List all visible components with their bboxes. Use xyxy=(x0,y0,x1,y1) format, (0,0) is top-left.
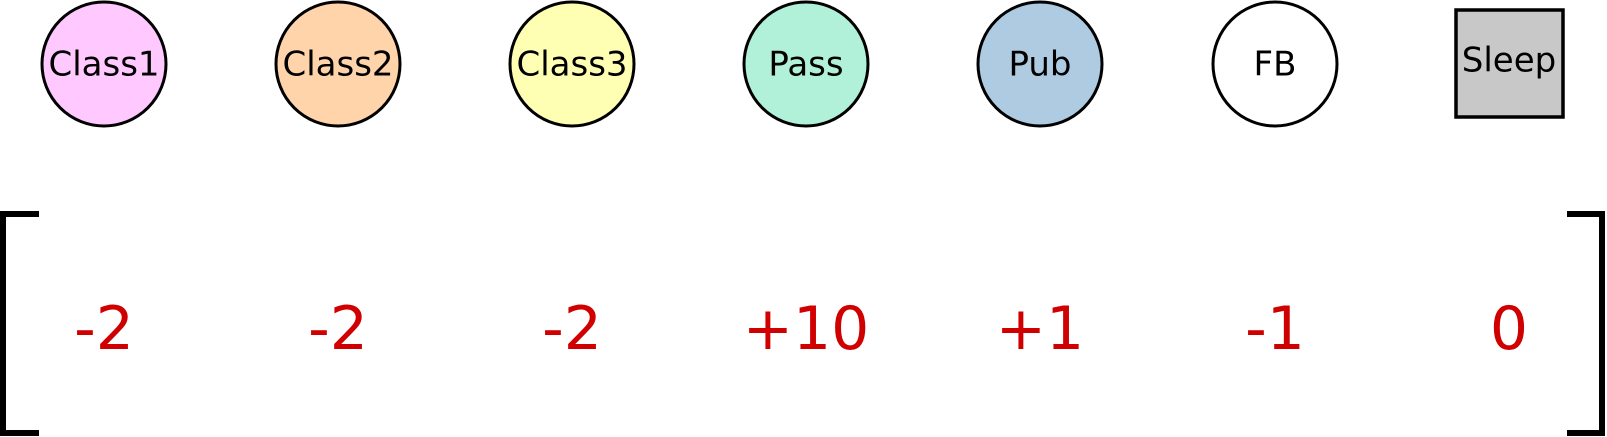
state-label-sleep: Sleep xyxy=(1462,41,1556,81)
right-bracket xyxy=(1567,211,1605,436)
state-shape-sleep xyxy=(1454,8,1565,119)
state-shape-class1 xyxy=(40,0,168,128)
reward-value-class2: -2 xyxy=(308,294,368,364)
state-label-fb: FB xyxy=(1254,45,1297,85)
reward-value-pass: +10 xyxy=(743,294,870,364)
state-node-pub: Pub xyxy=(976,0,1104,128)
reward-value-class1: -2 xyxy=(74,294,134,364)
state-shape-fb xyxy=(1211,0,1339,128)
reward-value-sleep: 0 xyxy=(1490,294,1528,364)
state-label-pass: Pass xyxy=(768,45,843,85)
state-node-sleep: Sleep xyxy=(1454,8,1565,119)
reward-value-fb: -1 xyxy=(1245,294,1305,364)
state-label-class1: Class1 xyxy=(48,45,159,85)
state-shape-pub xyxy=(976,0,1104,128)
state-label-pub: Pub xyxy=(1008,45,1071,85)
state-label-class2: Class2 xyxy=(282,45,393,85)
state-node-fb: FB xyxy=(1211,0,1339,128)
state-node-class1: Class1 xyxy=(40,0,168,128)
state-label-class3: Class3 xyxy=(516,45,627,85)
reward-value-pub: +1 xyxy=(996,294,1084,364)
reward-value-class3: -2 xyxy=(542,294,602,364)
state-shape-class3 xyxy=(508,0,636,128)
state-shape-class2 xyxy=(274,0,402,128)
left-bracket xyxy=(0,211,39,436)
state-node-pass: Pass xyxy=(742,0,870,128)
state-node-class2: Class2 xyxy=(274,0,402,128)
state-node-class3: Class3 xyxy=(508,0,636,128)
state-shape-pass xyxy=(742,0,870,128)
